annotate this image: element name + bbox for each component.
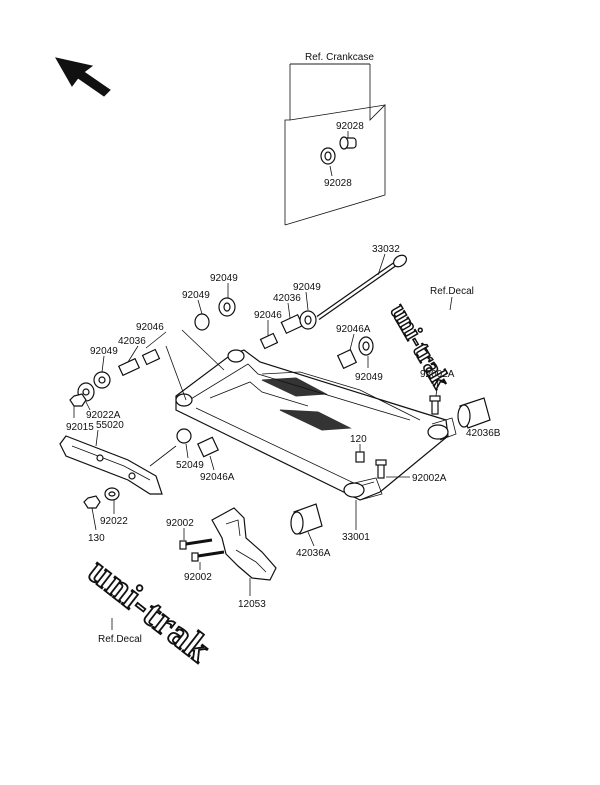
bushing-92028-lower — [320, 147, 336, 165]
part-label-92002-b: 92002 — [184, 572, 212, 583]
part-label-92046-a: 92046 — [254, 310, 282, 321]
part-label-92049-e: 92049 — [90, 346, 118, 357]
collar-42036-a — [280, 313, 304, 335]
nut-120 — [355, 451, 365, 463]
part-label-92046A-right: 92046A — [336, 324, 371, 335]
bushing-92046A-right — [336, 348, 358, 370]
part-label-120: 120 — [350, 434, 367, 445]
part-label-12053: 12053 — [238, 599, 266, 610]
part-label-42036-b: 42036 — [118, 336, 146, 347]
collar-42036-b — [117, 357, 141, 377]
part-label-52049: 52049 — [176, 460, 204, 471]
bushing-92046-b — [141, 348, 161, 366]
part-label-42036B: 42036B — [466, 428, 501, 439]
part-label-92049-a: 92049 — [210, 273, 238, 284]
part-label-55020: 55020 — [96, 420, 124, 431]
part-label-92028-lower: 92028 — [324, 178, 352, 189]
bolt-92002-a — [179, 538, 213, 550]
bolt-92015 — [69, 393, 87, 407]
bushing-92046A-left — [196, 436, 220, 458]
part-label-42036-a: 42036 — [273, 293, 301, 304]
part-label-92015: 92015 — [66, 422, 94, 433]
bushing-42036A — [290, 503, 323, 535]
part-label-92028-upper: 92028 — [336, 121, 364, 132]
part-label-92049-d: 92049 — [355, 372, 383, 383]
bolt-92002A-top — [429, 395, 441, 415]
pivot-shaft-33032 — [316, 254, 408, 321]
part-label-92049-c: 92049 — [293, 282, 321, 293]
seal-92049-a — [218, 297, 236, 317]
ref-decal-right-label: Ref.Decal — [430, 286, 474, 297]
bushing-92028-upper — [339, 136, 357, 150]
chain-guide-55020 — [59, 435, 163, 495]
part-label-42036A: 42036A — [296, 548, 331, 559]
ref-crankcase-label: Ref. Crankcase — [305, 52, 374, 63]
bushing-92049-b — [194, 313, 210, 331]
bolt-130 — [83, 495, 101, 509]
bolt-92002-b — [191, 550, 225, 562]
seal-92049-c — [299, 310, 317, 330]
part-label-33032: 33032 — [372, 244, 400, 255]
crankcase-reference-box — [284, 63, 386, 226]
part-label-92049-b: 92049 — [182, 290, 210, 301]
bushing-52049 — [176, 428, 192, 444]
arrow-icon — [55, 57, 111, 97]
part-label-92046-b: 92046 — [136, 322, 164, 333]
part-label-33001: 33001 — [342, 532, 370, 543]
seal-92049-d — [358, 336, 374, 356]
part-label-92002A-bottom: 92002A — [412, 473, 447, 484]
ref-decal-left-label: Ref.Decal — [98, 634, 142, 645]
part-label-92002A-top: 92002A — [420, 369, 455, 380]
bushing-42036B — [457, 397, 491, 429]
bolt-92002A-bottom — [375, 459, 387, 479]
washer-92022 — [104, 487, 120, 501]
part-label-92002-a: 92002 — [166, 518, 194, 529]
part-label-130: 130 — [88, 533, 105, 544]
part-label-92046A-left: 92046A — [200, 472, 235, 483]
decal-uni-trak-left: uni-trak — [80, 550, 219, 671]
bushing-92046-a — [259, 332, 279, 350]
part-label-92022: 92022 — [100, 516, 128, 527]
part-label-92022A: 92022A — [86, 410, 121, 421]
chain-guard-12053 — [211, 507, 277, 581]
seal-92049-e — [93, 371, 111, 389]
